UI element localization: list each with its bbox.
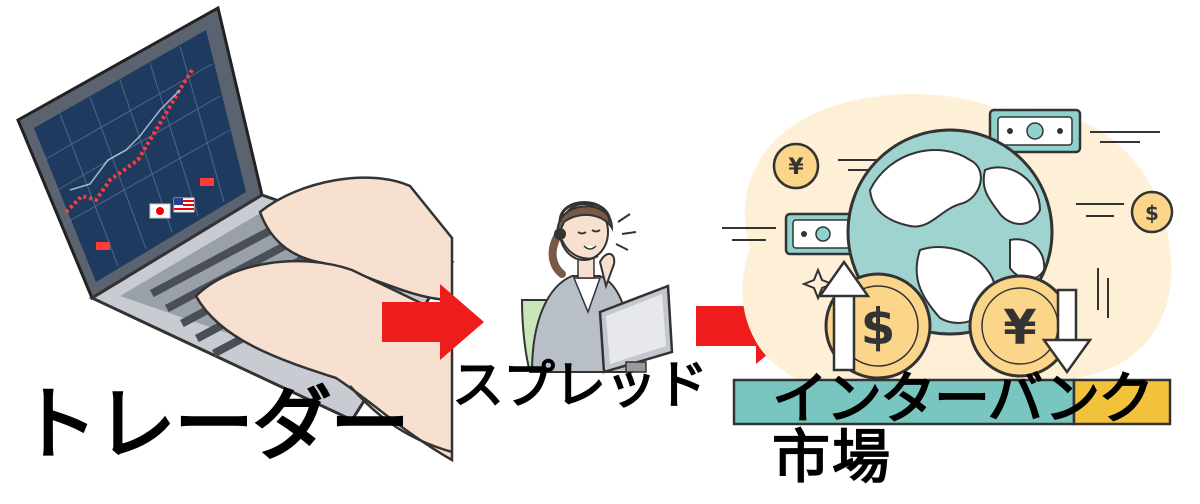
banknote-icon xyxy=(988,108,1082,154)
yen-coin-icon: ¥ xyxy=(968,274,1072,378)
label-trader: トレーダー xyxy=(18,378,410,471)
operator-illustration xyxy=(520,201,674,374)
arrow-up-icon xyxy=(832,288,856,372)
yen-symbol: ¥ xyxy=(1003,300,1036,356)
arrow-right-icon xyxy=(382,284,484,360)
band-yellow xyxy=(1072,378,1172,426)
dollar-symbol: $ xyxy=(1145,201,1159,225)
sparkle-icon xyxy=(801,267,835,301)
label-market: 市場 xyxy=(772,423,893,491)
dollar-coin-icon: $ xyxy=(1130,190,1174,234)
interbank-illustration: ¥ $ $ ¥ xyxy=(722,94,1174,426)
band-teal xyxy=(732,378,1076,426)
yen-coin-icon: ¥ xyxy=(772,142,820,190)
label-spread: スプレッド xyxy=(452,356,708,416)
dollar-symbol: $ xyxy=(861,298,896,356)
banknote-icon xyxy=(784,212,862,256)
yen-symbol: ¥ xyxy=(788,155,804,180)
arrow-down-icon xyxy=(1056,288,1078,348)
label-interbank: インターバンク xyxy=(772,367,1154,432)
